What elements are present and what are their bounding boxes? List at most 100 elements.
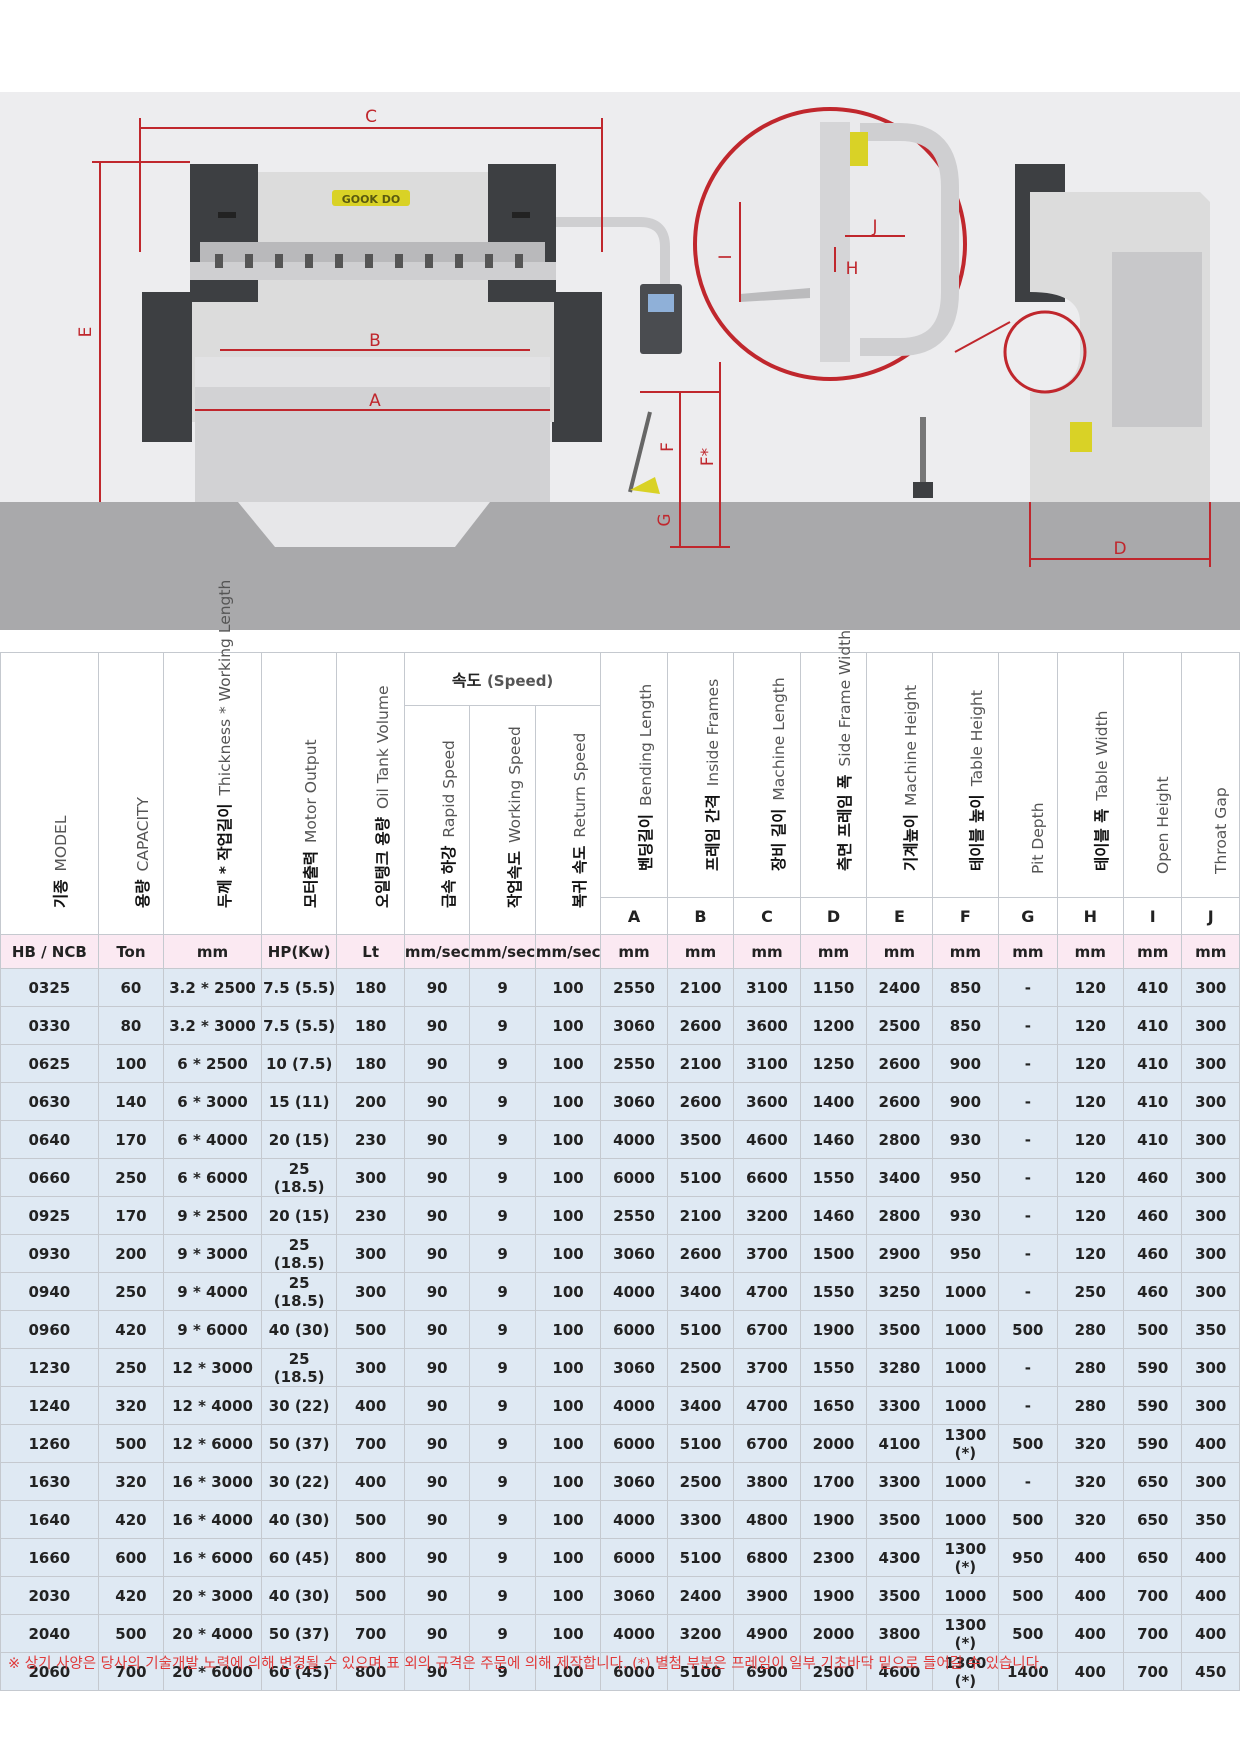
table-cell: 5100 bbox=[666, 1652, 735, 1691]
table-cell: 450 bbox=[1181, 1652, 1240, 1691]
table-cell: 400 bbox=[1181, 1614, 1240, 1653]
table-cell: 6 * 6000 bbox=[163, 1158, 262, 1197]
table-cell: 500 bbox=[97, 1424, 165, 1463]
table-cell: 90 bbox=[403, 1614, 471, 1653]
column-header-ko: 테이블 폭 bbox=[1093, 808, 1112, 871]
unit-cell: mm bbox=[733, 934, 801, 969]
table-cell: 500 bbox=[998, 1310, 1058, 1349]
table-cell: 2600 bbox=[666, 1006, 735, 1045]
table-cell: 1200 bbox=[799, 1006, 868, 1045]
table-cell: 300 bbox=[1181, 1462, 1240, 1501]
table-cell: 3800 bbox=[866, 1614, 933, 1653]
table-cell: 2100 bbox=[666, 968, 735, 1007]
table-cell: 9 * 2500 bbox=[163, 1196, 262, 1235]
table-cell: 9 bbox=[469, 1310, 536, 1349]
table-cell: 100 bbox=[534, 1310, 602, 1349]
table-cell: 9 bbox=[469, 1006, 536, 1045]
dim-label-h: H bbox=[846, 259, 859, 279]
table-cell: 2100 bbox=[666, 1196, 735, 1235]
table-cell: 9 bbox=[469, 1082, 536, 1121]
table-cell: 120 bbox=[1056, 1196, 1125, 1235]
brand-logo: GOOK DO bbox=[342, 193, 401, 206]
table-cell: 30 (22) bbox=[260, 1386, 338, 1425]
table-cell: 1300 (*) bbox=[931, 1424, 1000, 1463]
table-cell: 6700 bbox=[733, 1310, 801, 1349]
table-cell: 230 bbox=[336, 1120, 405, 1159]
table-cell: - bbox=[998, 1196, 1058, 1235]
column-header-en: Thickness * Working Length bbox=[215, 579, 234, 796]
table-cell: 9 bbox=[469, 1538, 536, 1577]
unit-cell: mm bbox=[1181, 934, 1240, 969]
column-header: 기계높이Machine Height bbox=[866, 652, 933, 898]
unit-cell: mm bbox=[163, 934, 262, 969]
unit-cell: mm bbox=[600, 934, 668, 969]
table-cell: 50 (37) bbox=[260, 1424, 338, 1463]
table-cell: 20 (15) bbox=[260, 1120, 338, 1159]
table-cell: 250 bbox=[97, 1158, 165, 1197]
table-cell: 3500 bbox=[866, 1576, 933, 1615]
table-cell: 1460 bbox=[799, 1120, 868, 1159]
table-cell: 9 * 3000 bbox=[163, 1234, 262, 1273]
table-cell: 90 bbox=[403, 1234, 471, 1273]
table-cell: 2400 bbox=[666, 1576, 735, 1615]
table-cell: 90 bbox=[403, 1196, 471, 1235]
table-cell: 280 bbox=[1056, 1386, 1125, 1425]
table-cell: 180 bbox=[336, 968, 405, 1007]
table-cell: 25 (18.5) bbox=[260, 1158, 338, 1197]
table-cell: 500 bbox=[998, 1576, 1058, 1615]
table-cell: 9 bbox=[469, 1044, 536, 1083]
table-cell: 60 (45) bbox=[260, 1538, 338, 1577]
table-cell: 700 bbox=[336, 1424, 405, 1463]
table-cell: 400 bbox=[336, 1386, 405, 1425]
unit-cell: mm/sec bbox=[534, 934, 602, 969]
table-cell: 500 bbox=[1123, 1310, 1183, 1349]
table-cell: 90 bbox=[403, 1272, 471, 1311]
table-cell: 460 bbox=[1123, 1272, 1183, 1311]
table-cell: 2000 bbox=[799, 1424, 868, 1463]
table-cell: 100 bbox=[534, 1424, 602, 1463]
table-cell: 90 bbox=[403, 1158, 471, 1197]
table-cell: 9 bbox=[469, 1196, 536, 1235]
table-cell: 2550 bbox=[600, 1196, 668, 1235]
table-cell: - bbox=[998, 1462, 1058, 1501]
table-cell: 3400 bbox=[666, 1386, 735, 1425]
column-header-en: Return Speed bbox=[571, 732, 590, 838]
table-cell: 90 bbox=[403, 1120, 471, 1159]
table-cell: 5100 bbox=[666, 1424, 735, 1463]
table-cell: 100 bbox=[534, 1538, 602, 1577]
table-cell: 120 bbox=[1056, 1120, 1125, 1159]
table-cell: 200 bbox=[336, 1082, 405, 1121]
dimension-lines bbox=[92, 118, 1211, 567]
model-cell: 0325 bbox=[0, 968, 99, 1007]
table-cell: 9 * 6000 bbox=[163, 1310, 262, 1349]
unit-cell: mm/sec bbox=[403, 934, 471, 969]
model-cell: 0660 bbox=[0, 1158, 99, 1197]
table-cell: 1000 bbox=[931, 1272, 1000, 1311]
column-header-en: Machine Length bbox=[769, 677, 788, 801]
unit-cell: mm bbox=[799, 934, 868, 969]
table-cell: 3300 bbox=[666, 1500, 735, 1539]
column-header-ko: 프레임 간격 bbox=[703, 794, 722, 871]
table-cell: - bbox=[998, 1082, 1058, 1121]
table-cell: 3300 bbox=[866, 1386, 933, 1425]
column-header-en: Oil Tank Volume bbox=[373, 685, 392, 810]
table-cell: 100 bbox=[97, 1044, 165, 1083]
table-cell: 3500 bbox=[866, 1310, 933, 1349]
column-header: 오일탱크 용량Oil Tank Volume bbox=[336, 652, 405, 935]
column-header-en: Pit Depth bbox=[1028, 802, 1047, 874]
table-cell: 800 bbox=[336, 1652, 405, 1691]
table-cell: 350 bbox=[1181, 1500, 1240, 1539]
table-cell: - bbox=[998, 1234, 1058, 1273]
table-cell: 9 bbox=[469, 1462, 536, 1501]
table-cell: 1000 bbox=[931, 1462, 1000, 1501]
table-cell: 590 bbox=[1123, 1348, 1183, 1387]
detail-magnifier bbox=[693, 107, 1011, 381]
table-cell: 3500 bbox=[866, 1500, 933, 1539]
table-cell: 1650 bbox=[799, 1386, 868, 1425]
dim-label-b: B bbox=[369, 331, 381, 351]
table-cell: 9 bbox=[469, 1652, 536, 1691]
